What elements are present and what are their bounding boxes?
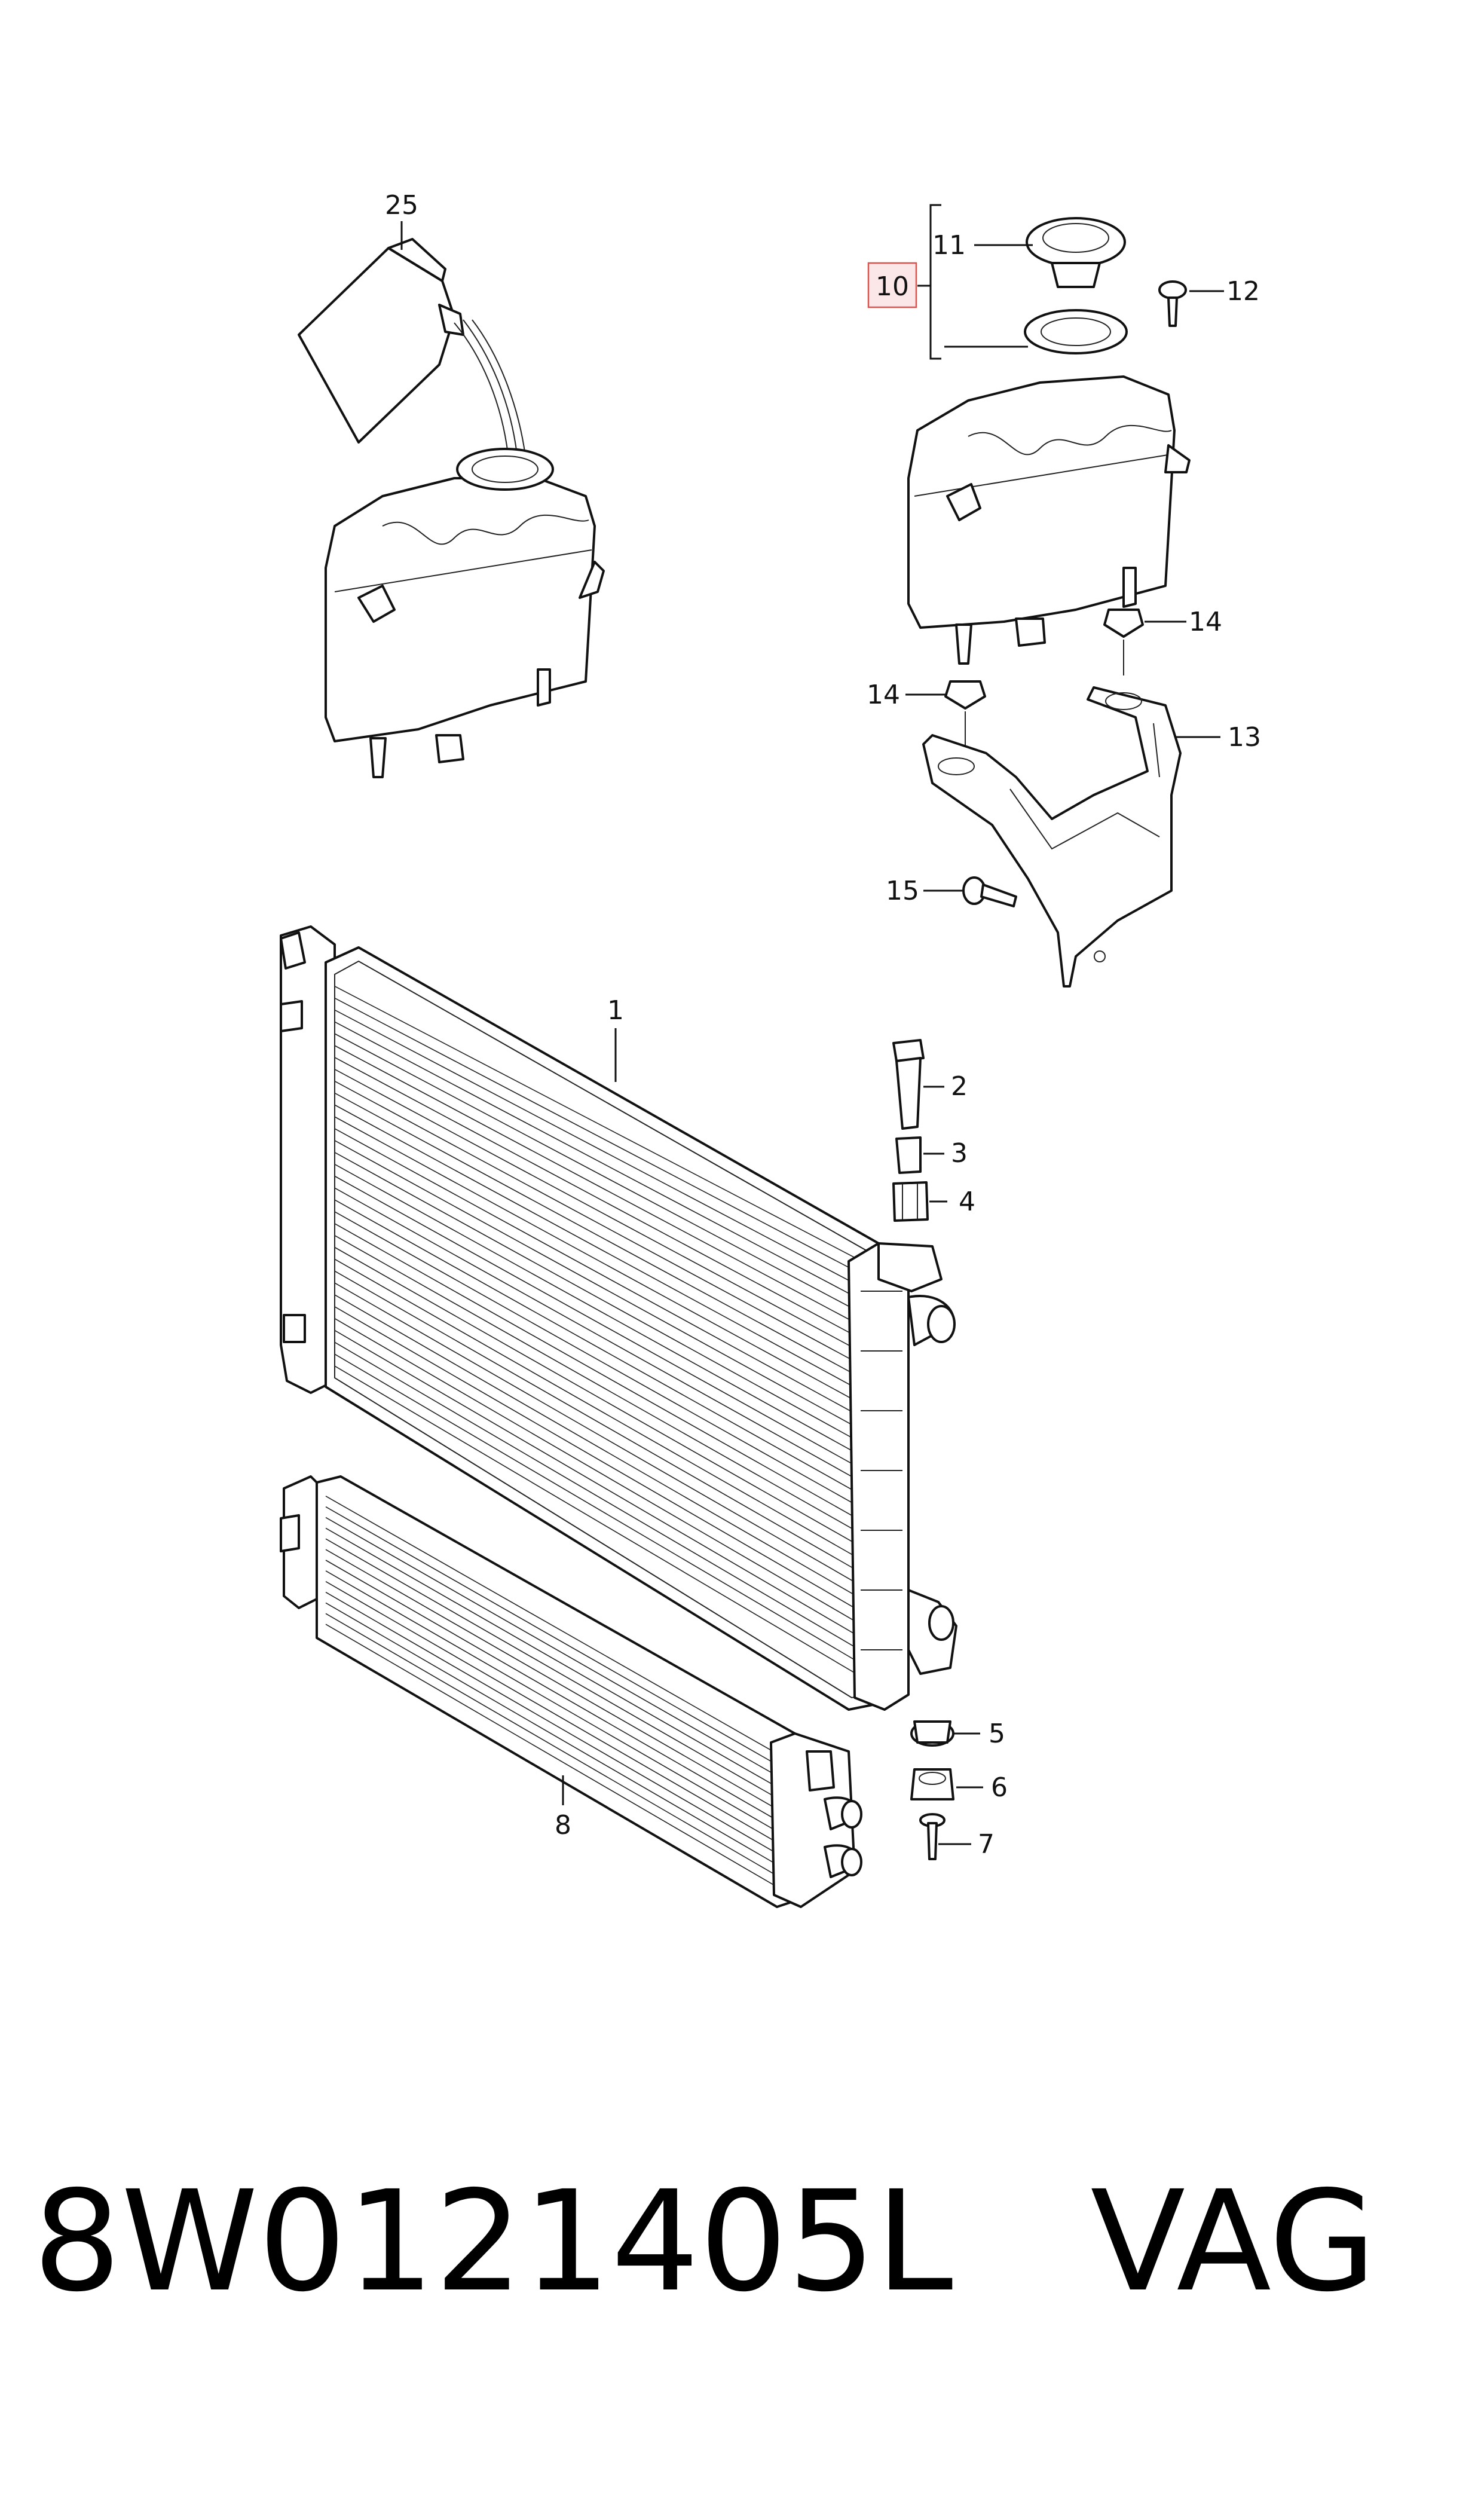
part-number: 8W0121405L [33,2161,953,2322]
grommet-14-right [1103,609,1144,675]
coolant-bottle [298,238,527,461]
callout-6: 6 [991,1772,1008,1803]
bracket-group-10 [929,204,941,360]
bracket-13 [922,686,1182,988]
mount-5 [910,1720,954,1747]
expansion-tank-right [907,309,1191,665]
callout-4: 4 [959,1187,975,1217]
mount-6 [910,1768,954,1800]
callout-10-highlight [867,262,917,308]
callout-13: 13 [1228,722,1261,753]
callout-10: 10 [876,271,909,302]
callout-14-left: 14 [867,680,900,710]
auxiliary-radiator-8 [280,1475,862,1908]
bolt-12 [1158,280,1187,327]
radiator-1 [280,925,957,1711]
callout-1: 1 [607,995,624,1026]
auxiliary-radiator-fins [325,1496,778,1888]
callout-7: 7 [978,1829,995,1860]
callout-25: 25 [385,190,418,221]
grommet-14-left [944,680,986,747]
bolt-7 [919,1813,946,1860]
callout-2: 2 [951,1071,968,1102]
callout-15: 15 [886,876,919,906]
bush-4 [892,1181,929,1222]
sensor-2 [892,1039,925,1130]
retainer-3 [895,1136,922,1174]
callout-14-right: 14 [1189,607,1222,637]
callout-8: 8 [555,1810,571,1841]
expansion-tank-left [325,448,605,778]
cap-11 [1026,217,1126,288]
callout-5: 5 [989,1719,1005,1749]
brand-name: VAG [1090,2161,1376,2322]
radiator-core-fins [334,986,870,1682]
callout-11: 11 [932,230,966,261]
footer: 8W0121405L VAG [33,2134,1467,2349]
bolt-15 [962,876,1017,907]
callout-12: 12 [1226,276,1260,307]
callout-3: 3 [951,1138,968,1169]
